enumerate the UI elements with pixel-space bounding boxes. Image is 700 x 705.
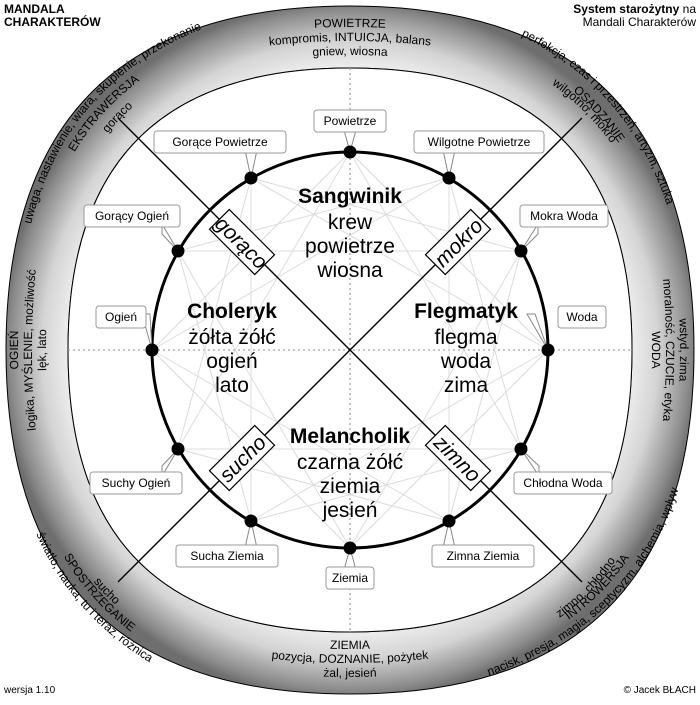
ring-right-line-1: moralność, CZUCIE, etyka — [660, 278, 677, 422]
point-label-mokra-woda: Mokra Woda — [530, 209, 598, 223]
temperament-name: Flegmatyk — [414, 300, 518, 323]
ring-bottom-title: ZIEMIA — [330, 638, 370, 652]
ring-right-title: WODA — [649, 331, 663, 369]
temperament-choleryk: Choleryk żółta żółć ogień lato — [187, 300, 277, 397]
temperament-line: zima — [444, 374, 489, 397]
temperament-line: ziemia — [320, 475, 381, 498]
title-line-2: CHARAKTERÓW — [4, 15, 101, 29]
temperament-line: wiosna — [316, 259, 383, 282]
temperament-name: Melancholik — [290, 425, 411, 448]
point-label-powietrze: Powietrze — [324, 114, 377, 128]
ring-bottom-line-2: żal, jesień — [323, 666, 377, 680]
temperament-line: krew — [328, 211, 373, 234]
temperament-line: flegma — [434, 326, 497, 349]
temperament-line: woda — [440, 350, 492, 373]
ring-top-line-1: kompromis, INTUICJA, balans — [268, 30, 432, 49]
system-caption-line-2: Mandali Charakterów — [582, 15, 696, 29]
temperament-flegmatyk: Flegmatyk flegma woda zima — [414, 300, 518, 397]
ring-left-title: OGIEŃ — [6, 330, 21, 369]
point-label-goracy-ogien: Gorący Ogień — [95, 209, 169, 223]
system-caption-bold: System starożytny — [573, 2, 680, 16]
temperament-line: czarna żółć — [297, 451, 403, 474]
ring-top-line-2: gniew, wiosna — [312, 44, 388, 59]
temperament-name: Choleryk — [187, 300, 277, 323]
system-caption-rest: na — [679, 2, 696, 16]
circle-points — [145, 145, 555, 555]
ring-bottom-line-1: pozycja, DOZNANIE, pożytek — [271, 648, 430, 666]
point-label-gorace-powietrze: Gorące Powietrze — [172, 135, 268, 149]
callout-pointers — [141, 129, 549, 571]
temperament-line: jesień — [322, 499, 378, 522]
point-label-ogien: Ogień — [105, 310, 137, 324]
ring-top-title: POWIETRZE — [314, 16, 386, 31]
title-line-1: MANDALA — [4, 2, 65, 16]
point-label-wilgotne-powietrze: Wilgotne Powietrze — [428, 135, 531, 149]
ring-right-line-2: wstyd, zima — [676, 317, 691, 382]
point-label-sucha-ziemia: Sucha Ziemia — [190, 549, 264, 563]
point-label-suchy-ogien: Suchy Ogień — [102, 476, 171, 490]
point-label-woda: Woda — [566, 310, 597, 324]
mandala-title: MANDALA CHARAKTERÓW — [4, 3, 101, 29]
temperament-line: żółta żółć — [188, 326, 276, 349]
temperament-line: powietrze — [305, 235, 395, 258]
temperament-line: ogień — [206, 350, 257, 373]
callout-boxes — [83, 109, 613, 590]
ring-left-line-1: logika, MYŚLENIE, możliwość — [20, 269, 39, 432]
temperament-line: lato — [215, 374, 249, 397]
temperament-name: Sangwinik — [298, 185, 402, 208]
point-label-chlodna-woda: Chłodna Woda — [523, 476, 602, 490]
ring-left-line-2: lęk, lato — [35, 329, 49, 371]
version-label: wersja 1.10 — [4, 685, 56, 696]
point-label-ziemia: Ziemia — [332, 571, 368, 585]
point-label-zimna-ziemia: Zimna Ziemia — [447, 549, 520, 563]
author-label: © Jacek BŁACH — [623, 685, 696, 696]
temperament-melancholik: Melancholik czarna żółć ziemia jesień — [290, 425, 411, 522]
diagonal-dry-wet — [117, 117, 583, 583]
temperament-sangwinik: Sangwinik krew powietrze wiosna — [298, 185, 402, 282]
system-caption: System starożytny na Mandali Charakterów — [573, 3, 696, 29]
